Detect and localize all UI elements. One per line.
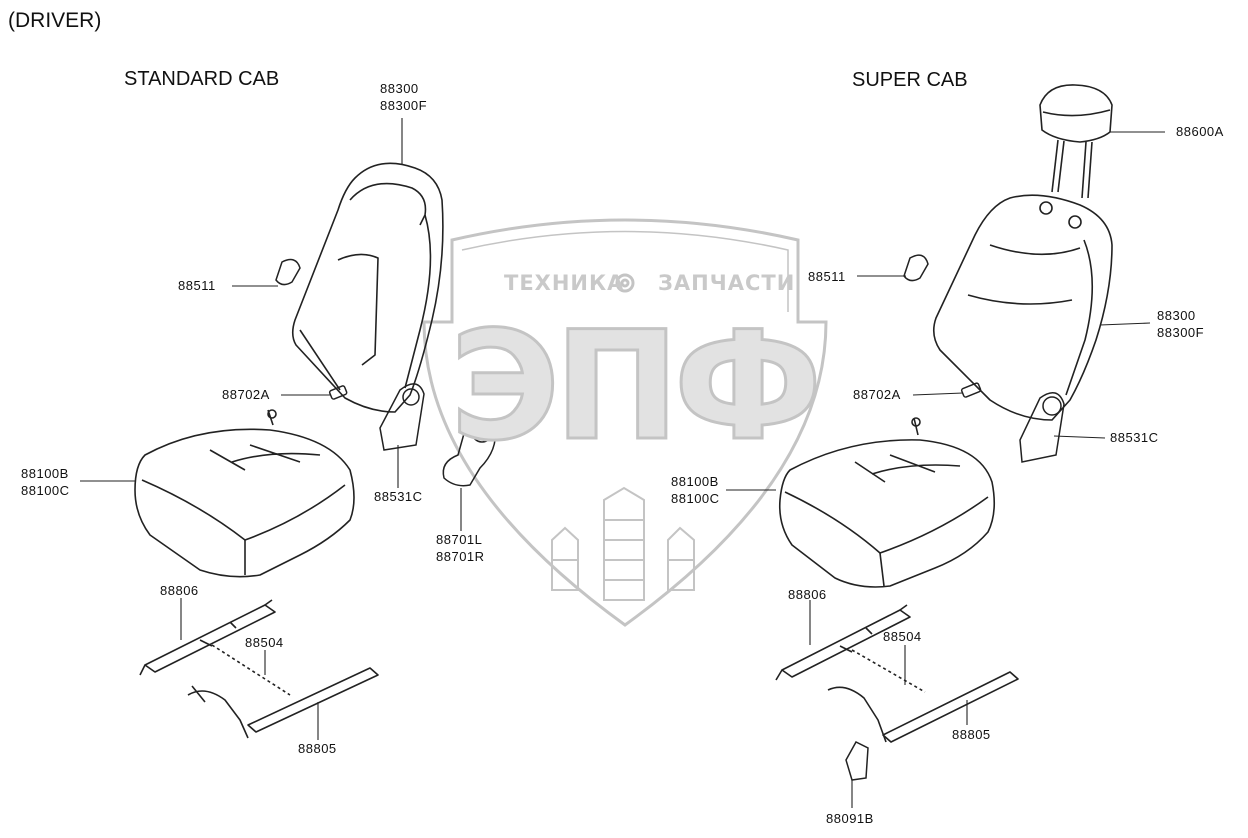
label-std-track-lower[interactable]: 88805	[298, 741, 337, 756]
label-std-wire[interactable]: 88504	[245, 635, 284, 650]
label-sup-headrest[interactable]: 88600A	[1176, 124, 1224, 139]
section-title-super: SUPER CAB	[852, 69, 968, 91]
watermark-text-left: ТЕХНИКА	[504, 271, 625, 295]
std-cover-icon	[328, 385, 348, 400]
label-std-knob[interactable]: 88511	[178, 278, 216, 293]
watermark-text-right: ЗАПЧАСТИ	[658, 271, 796, 295]
sup-small-parts	[845, 254, 1065, 781]
label-sup-track-upper[interactable]: 88806	[788, 587, 827, 602]
sup-seat-back	[932, 194, 1113, 421]
watermark-bar-left	[551, 526, 579, 591]
std-seat-cushion	[134, 409, 355, 578]
sup-seat-cushion	[778, 417, 996, 588]
std-small-parts	[275, 258, 497, 487]
sup-seat-tracks	[775, 604, 1019, 743]
sup-cover-icon	[960, 382, 982, 398]
std-recliner-icon	[379, 383, 425, 451]
std-knob-icon	[275, 258, 301, 286]
watermark-bar-right	[667, 526, 695, 591]
sup-bracket-icon	[845, 741, 869, 781]
watermark-big-text: ЭПФ	[448, 300, 823, 474]
watermark-bar-center	[603, 486, 645, 601]
section-title-standard: STANDARD CAB	[124, 68, 280, 90]
std-seat-back	[291, 162, 444, 413]
watermark-logo	[422, 218, 828, 627]
watermark-shield	[422, 218, 828, 627]
label-sup-bracket[interactable]: 88091B	[826, 811, 874, 826]
sup-headrest	[1039, 84, 1113, 199]
std-seat-tracks	[139, 599, 379, 739]
watermark-gear-icon	[615, 273, 635, 293]
page-title: (DRIVER)	[8, 9, 102, 32]
label-std-recliner[interactable]: 88531C	[374, 489, 423, 504]
label-sup-track-lower[interactable]: 88805	[952, 727, 991, 742]
label-sup-cover[interactable]: 88702A	[853, 387, 901, 402]
leader-lines	[80, 118, 1165, 808]
sup-knob-icon	[903, 254, 929, 282]
shield-88701-icon	[442, 418, 497, 487]
label-std-cover[interactable]: 88702A	[222, 387, 270, 402]
sup-recliner-icon	[1019, 392, 1065, 463]
label-sup-recliner[interactable]: 88531C	[1110, 430, 1159, 445]
label-sup-knob[interactable]: 88511	[808, 269, 846, 284]
label-std-track-upper[interactable]: 88806	[160, 583, 199, 598]
label-sup-wire[interactable]: 88504	[883, 629, 922, 644]
